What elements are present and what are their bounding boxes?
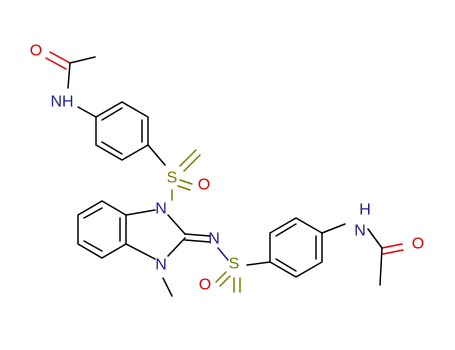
bond (246, 261, 271, 266)
bond (179, 179, 193, 185)
bond (381, 243, 403, 249)
bond (49, 51, 71, 64)
oxygen-atom-label: O (198, 177, 210, 194)
bond (83, 240, 103, 252)
nitrogen-atom-label: N (354, 223, 366, 240)
bond (167, 214, 186, 235)
bond (184, 239, 211, 243)
bond (101, 107, 123, 121)
bond (184, 233, 211, 237)
upper-benzene-ring (95, 101, 149, 161)
bond (125, 243, 156, 260)
oxygen-atom-label: O (30, 43, 42, 60)
right-benzene-ring (269, 217, 323, 278)
bond (179, 149, 197, 167)
bond (367, 228, 383, 249)
bond (77, 106, 97, 118)
nh-atom-label: NH (50, 94, 73, 111)
sulfur-atom-label: S (167, 170, 178, 187)
nitrogen-atom-label: N (155, 257, 167, 274)
bond (215, 271, 227, 283)
bond (219, 275, 231, 287)
bond (177, 185, 191, 191)
hydrogen-atom-label: H (359, 202, 371, 219)
bond (45, 57, 67, 70)
fused-benzene-ring (77, 200, 127, 259)
bond (69, 56, 96, 64)
oxygen-atom-label: O (412, 236, 424, 253)
nitrogen-atom-label: N (155, 201, 167, 218)
bond (162, 277, 173, 297)
bond (382, 249, 404, 255)
imine-nitrogen-label: N (208, 231, 220, 248)
bond (67, 62, 71, 89)
bond (125, 209, 156, 216)
bond (167, 237, 186, 257)
bond (147, 144, 166, 166)
sulfur-atom-label: S (229, 256, 240, 273)
bond (183, 154, 201, 172)
bond (275, 258, 297, 272)
bond (379, 247, 383, 286)
bond (83, 207, 103, 219)
oxygen-atom-label: O (199, 277, 211, 294)
bond (275, 223, 297, 237)
bond (217, 247, 229, 261)
bond (321, 223, 346, 234)
bond (101, 141, 123, 155)
